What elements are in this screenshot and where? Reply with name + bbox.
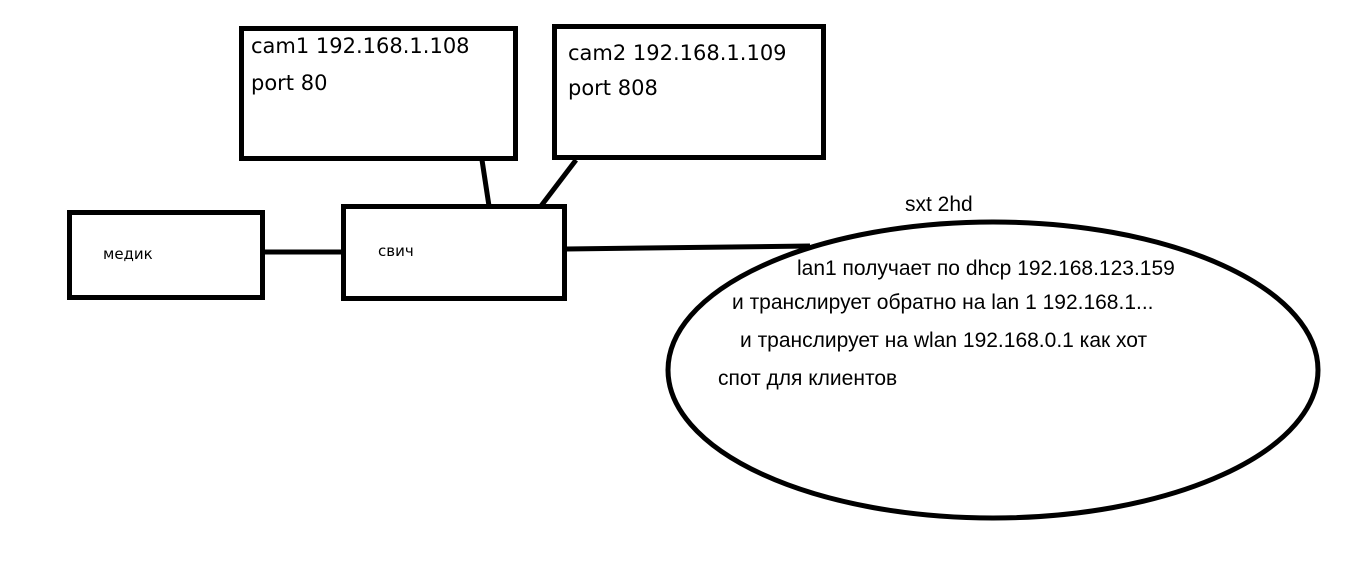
edge-cam2-switch — [539, 158, 578, 208]
sxt-note-line: lan1 получает по dhcp 192.168.123.159 — [797, 257, 1175, 280]
edge-switch-sxt — [565, 243, 811, 252]
sxt-note-line: спот для клиентов — [718, 367, 898, 390]
cam1-port: port 80 — [251, 71, 328, 95]
cam2-address: cam2 192.168.1.109 — [568, 41, 787, 65]
sxt-ellipse — [665, 219, 1321, 521]
cam2-port: port 808 — [568, 76, 658, 100]
sxt-note-line: и транслирует обратно на lan 1 192.168.1… — [732, 291, 1154, 314]
cam1-address: cam1 192.168.1.108 — [251, 34, 470, 58]
cam2-node: cam2 192.168.1.109 port 808 — [552, 24, 826, 160]
medic-node: медик — [67, 210, 265, 300]
sxt-title: sxt 2hd — [905, 193, 973, 216]
cam1-node: cam1 192.168.1.108 port 80 — [239, 26, 518, 161]
sxt-note-line: и транслирует на wlan 192.168.0.1 как хо… — [740, 329, 1148, 352]
medic-label: медик — [103, 245, 153, 263]
switch-label: свич — [378, 242, 414, 260]
edge-cam1-switch — [479, 159, 492, 207]
switch-node: свич — [341, 204, 567, 301]
